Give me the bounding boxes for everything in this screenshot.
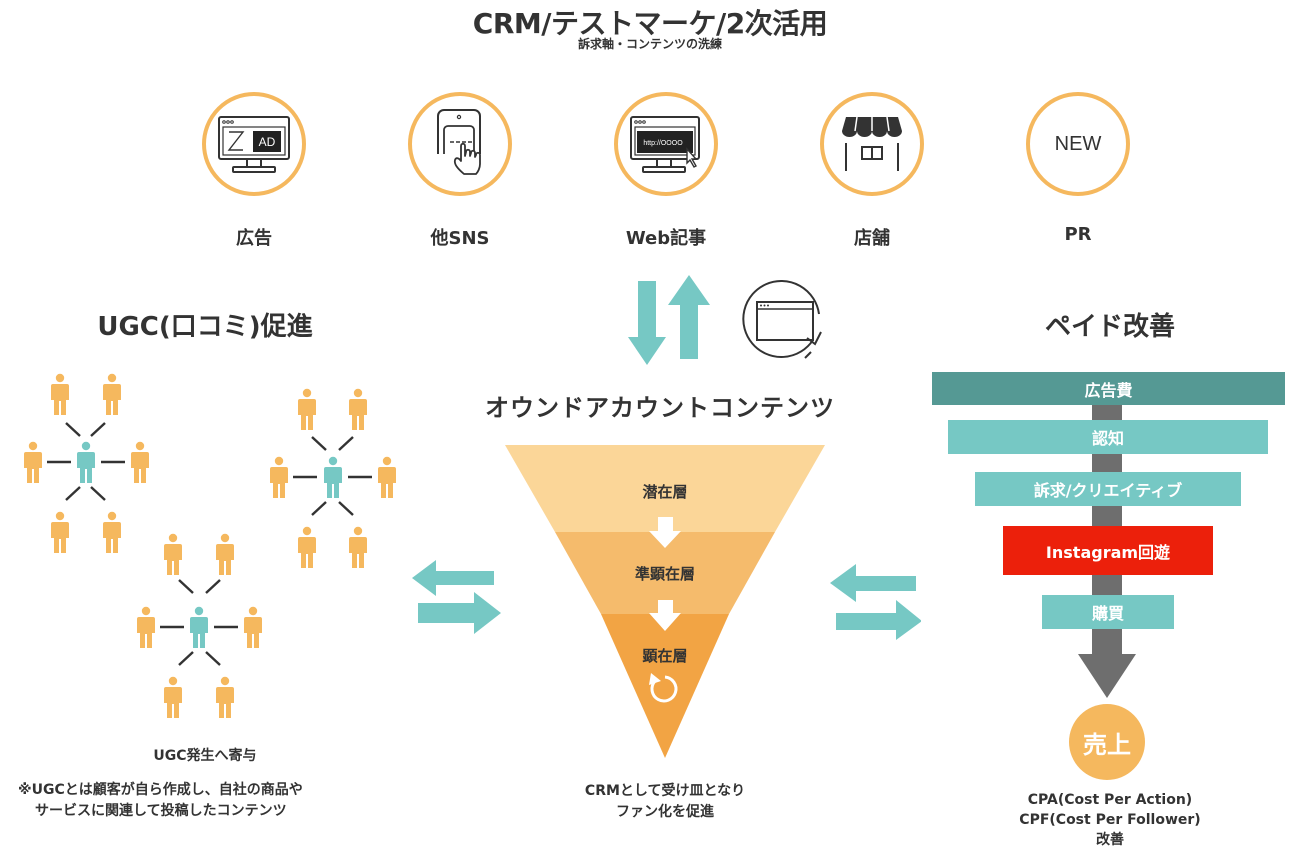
funnel-layer-label: 準顕在層 <box>634 565 695 583</box>
arrow-right-icon <box>418 592 501 634</box>
channel-web-article: http://OOOO Web記事 <box>601 92 731 250</box>
browser-refresh-icon <box>742 280 822 359</box>
funnel-layer-label: 潜在層 <box>642 483 688 501</box>
follower-person-icon <box>349 388 367 430</box>
ugc-cluster-3 <box>137 533 262 718</box>
paid-step-purchase: 購買 <box>1042 595 1174 629</box>
follower-person-icon <box>244 606 262 648</box>
follower-person-icon <box>103 511 121 553</box>
arrow-down-icon <box>649 517 681 548</box>
smartphone-tap-icon <box>437 109 481 175</box>
arrow-right-icon <box>836 600 921 640</box>
follower-person-icon <box>378 456 396 498</box>
ugc-caption: UGC発生へ寄与 <box>153 748 257 764</box>
ugc-network-diagram <box>24 373 396 718</box>
follower-person-icon <box>103 373 121 415</box>
paid-step-ad-cost: 広告費 <box>932 372 1285 405</box>
ugc-cluster-1 <box>24 373 149 553</box>
svg-text:AD: AD <box>259 135 276 149</box>
channel-pr-label: PR <box>1064 224 1092 245</box>
follower-person-icon <box>131 441 149 483</box>
left-exchange-arrows <box>412 560 501 634</box>
paid-step-appeal-creative: 訴求/クリエイティブ <box>975 472 1241 506</box>
owned-caption-line2: ファン化を促進 <box>616 804 714 820</box>
right-exchange-arrows <box>830 564 921 640</box>
funnel-layer-semi-active <box>555 532 775 614</box>
follower-person-icon <box>137 606 155 648</box>
channel-ad: AD 広告 <box>189 92 319 250</box>
bidirectional-vertical-arrows <box>628 275 710 365</box>
follower-person-icon <box>51 511 69 553</box>
channel-pr-circle: NEW <box>1026 92 1130 196</box>
follower-person-icon <box>216 533 234 575</box>
storefront-icon <box>842 116 902 171</box>
channel-pr: NEW PR <box>1013 92 1143 245</box>
paid-step-label: Instagram回遊 <box>1045 542 1171 562</box>
paid-caption-line2: CPF(Cost Per Follower) <box>1019 812 1201 828</box>
ugc-note-line2: サービスに関連して投稿したコンテンツ <box>35 803 287 819</box>
follower-person-icon <box>51 373 69 415</box>
channel-store: 店舗 <box>807 92 937 250</box>
ugc-section-title: UGC(口コミ)促進 <box>97 312 313 342</box>
funnel-layer-active <box>601 614 729 758</box>
channel-store-circle <box>820 92 924 196</box>
svg-text:http://OOOO: http://OOOO <box>643 140 683 147</box>
ugc-note-line1: ※UGCとは顧客が自ら作成し、自社の商品や <box>18 782 303 798</box>
arrow-left-icon <box>412 560 494 596</box>
channel-other-sns-label: 他SNS <box>430 228 490 249</box>
browser-url-icon: http://OOOO <box>630 116 700 173</box>
channel-store-label: 店舗 <box>854 228 890 249</box>
follower-person-icon <box>164 533 182 575</box>
follower-person-icon <box>216 676 234 718</box>
refresh-icon <box>649 673 678 703</box>
arrow-up-icon <box>668 275 710 359</box>
hub-person-icon <box>324 456 342 498</box>
arrow-down-icon <box>649 600 681 631</box>
sales-badge: 売上 <box>1069 704 1145 780</box>
funnel-layer-potential <box>505 445 825 532</box>
paid-flow-arrow-icon <box>1078 654 1136 698</box>
channel-web-article-circle: http://OOOO <box>614 92 718 196</box>
owned-section-title: オウンドアカウントコンテンツ <box>485 394 835 422</box>
channel-other-sns: 他SNS <box>395 92 525 250</box>
ugc-cluster-2 <box>270 388 396 568</box>
arrow-left-icon <box>830 564 916 602</box>
diagram-title: CRM/テストマーケ/2次活用 <box>472 7 828 40</box>
owned-funnel <box>505 445 825 758</box>
arrow-down-icon <box>628 281 666 365</box>
channel-ad-label: 広告 <box>236 228 272 249</box>
paid-caption-line1: CPA(Cost Per Action) <box>1027 792 1193 808</box>
new-badge-icon: NEW <box>1054 132 1102 155</box>
paid-step-awareness: 認知 <box>948 420 1268 454</box>
follower-person-icon <box>164 676 182 718</box>
follower-person-icon <box>24 441 42 483</box>
channel-web-article-label: Web記事 <box>625 228 707 249</box>
follower-person-icon <box>270 456 288 498</box>
channel-other-sns-circle <box>408 92 512 196</box>
owned-caption-line1: CRMとして受け皿となり <box>584 783 746 799</box>
follower-person-icon <box>349 526 367 568</box>
paid-step-label: 購買 <box>1091 604 1124 623</box>
paid-step-label: 広告費 <box>1084 380 1133 400</box>
diagram-subtitle: 訴求軸・コンテンツの洗練 <box>577 37 722 51</box>
paid-step-label: 訴求/クリエイティブ <box>1033 481 1183 500</box>
monitor-ad-icon: AD <box>218 116 290 173</box>
hub-person-icon <box>77 441 95 483</box>
follower-person-icon <box>298 388 316 430</box>
paid-step-label: 認知 <box>1091 429 1124 448</box>
paid-step-instagram-circulation: Instagram回遊 <box>1003 526 1213 575</box>
follower-person-icon <box>298 526 316 568</box>
paid-section-title: ペイド改善 <box>1044 312 1175 342</box>
hub-person-icon <box>190 606 208 648</box>
channel-ad-circle: AD <box>202 92 306 196</box>
paid-caption-line3: 改善 <box>1096 832 1124 848</box>
funnel-layer-label: 顕在層 <box>642 647 688 665</box>
